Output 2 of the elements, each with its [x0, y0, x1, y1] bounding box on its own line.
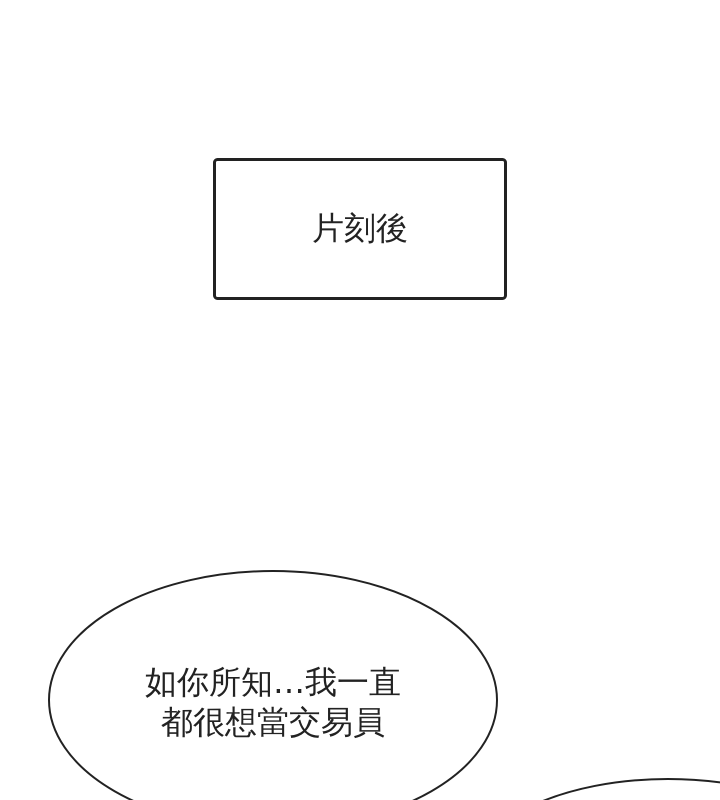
caption-text: 片刻後 — [311, 208, 409, 248]
dialogue-text: 如你所知…我一直都很想當交易員 — [144, 662, 402, 742]
